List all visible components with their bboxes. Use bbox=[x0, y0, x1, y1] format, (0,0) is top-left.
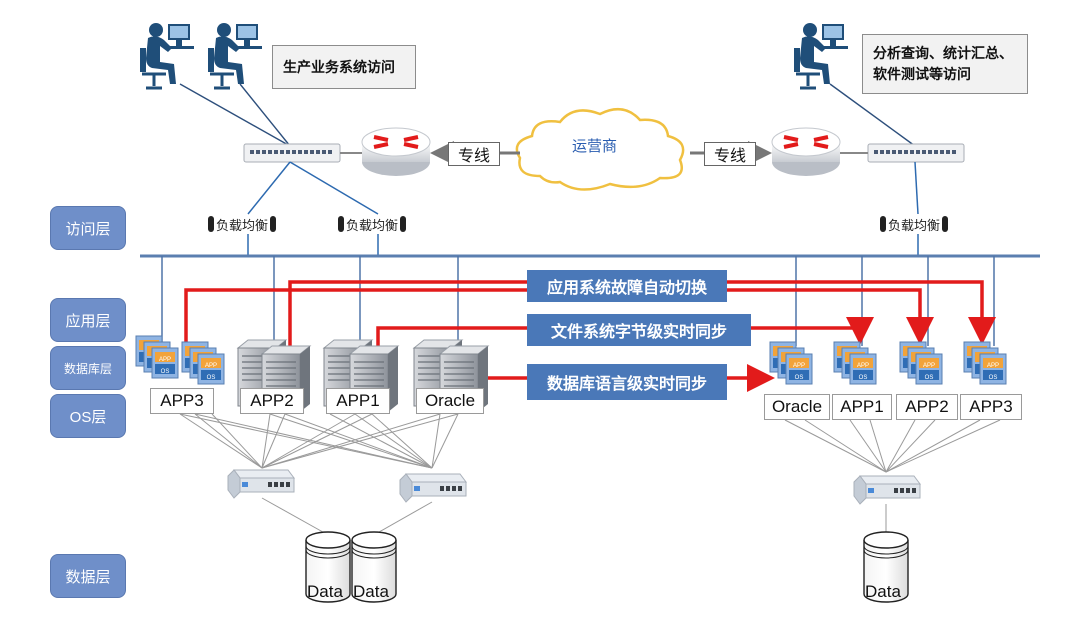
carrier-label: 运营商 bbox=[572, 138, 618, 155]
access-hub-left bbox=[243, 143, 341, 163]
vm-os-label: OS bbox=[207, 375, 216, 381]
layer-os: OS层 bbox=[50, 394, 126, 438]
switch-icon bbox=[853, 475, 921, 505]
leased-line-right-label: 专线 bbox=[704, 142, 756, 166]
primary-node-oracle: Oracle bbox=[416, 388, 484, 414]
vm-app-label: APP bbox=[205, 363, 217, 369]
leased-line-left-label: 专线 bbox=[448, 142, 500, 166]
vm-os-label: OS bbox=[795, 375, 804, 381]
load-balancer-icon bbox=[270, 216, 277, 232]
load-balancer-label: 负载均衡 bbox=[336, 214, 408, 234]
db-sync-label: 数据库语言级实时同步 bbox=[527, 364, 727, 400]
vm-app-label: APP bbox=[159, 357, 171, 363]
app-failover-label: 应用系统故障自动切换 bbox=[527, 270, 727, 302]
vm-os-label: OS bbox=[161, 369, 170, 375]
layer-application: 应用层 bbox=[50, 298, 126, 342]
load-balancer-text: 负载均衡 bbox=[346, 217, 399, 233]
carrier-cloud-icon bbox=[515, 107, 685, 191]
switch-icon bbox=[399, 473, 467, 503]
layer-access: 访问层 bbox=[50, 206, 126, 250]
load-balancer-icon bbox=[880, 216, 886, 232]
access-hub-right bbox=[867, 143, 965, 163]
vm-os-label: OS bbox=[859, 375, 868, 381]
data-disk-label: Data bbox=[353, 582, 389, 601]
user-icon bbox=[206, 21, 264, 90]
data-disk-label: Data bbox=[865, 582, 901, 601]
vm-app-label: APP bbox=[793, 363, 805, 369]
vm-os-label: OS bbox=[989, 375, 998, 381]
load-balancer-label: 负载均衡 bbox=[878, 214, 950, 234]
primary-node-app2: APP2 bbox=[240, 388, 304, 414]
load-balancer-text: 负载均衡 bbox=[888, 217, 941, 233]
load-balancer-label: 负载均衡 bbox=[206, 214, 278, 234]
vm-app-label: APP bbox=[987, 363, 999, 369]
switch-icon bbox=[227, 469, 295, 499]
analysis-access-text-line1: 分析查询、统计汇总、 bbox=[873, 45, 1013, 61]
vm-app-label: APP bbox=[857, 363, 869, 369]
vm-app-label: APP bbox=[923, 363, 935, 369]
layer-data: 数据层 bbox=[50, 554, 126, 598]
vm-stack-backup bbox=[769, 341, 1007, 385]
load-balancer-text: 负载均衡 bbox=[216, 217, 269, 233]
file-sync-label: 文件系统字节级实时同步 bbox=[527, 314, 751, 346]
backup-node-app2: APP2 bbox=[896, 394, 958, 420]
data-disk-label: Data bbox=[307, 582, 343, 601]
backup-node-app3: APP3 bbox=[960, 394, 1022, 420]
user-icon bbox=[138, 21, 196, 90]
vm-os-label: OS bbox=[925, 375, 934, 381]
production-access-text: 生产业务系统访问 bbox=[283, 58, 395, 75]
load-balancer-icon bbox=[338, 216, 344, 232]
layer-database: 数据库层 bbox=[50, 346, 126, 390]
primary-node-app3: APP3 bbox=[150, 388, 214, 414]
load-balancer-icon bbox=[400, 216, 407, 232]
production-access-note: 生产业务系统访问 bbox=[272, 45, 416, 89]
load-balancer-icon bbox=[942, 216, 949, 232]
backup-node-app1: APP1 bbox=[832, 394, 892, 420]
analysis-access-note: 分析查询、统计汇总、 软件测试等访问 bbox=[862, 34, 1028, 94]
analysis-access-text-line2: 软件测试等访问 bbox=[873, 66, 971, 82]
backup-node-oracle: Oracle bbox=[764, 394, 830, 420]
router-right bbox=[770, 126, 842, 178]
user-icon bbox=[792, 21, 850, 90]
primary-node-app1: APP1 bbox=[326, 388, 390, 414]
router-left bbox=[360, 126, 432, 178]
load-balancer-icon bbox=[208, 216, 214, 232]
